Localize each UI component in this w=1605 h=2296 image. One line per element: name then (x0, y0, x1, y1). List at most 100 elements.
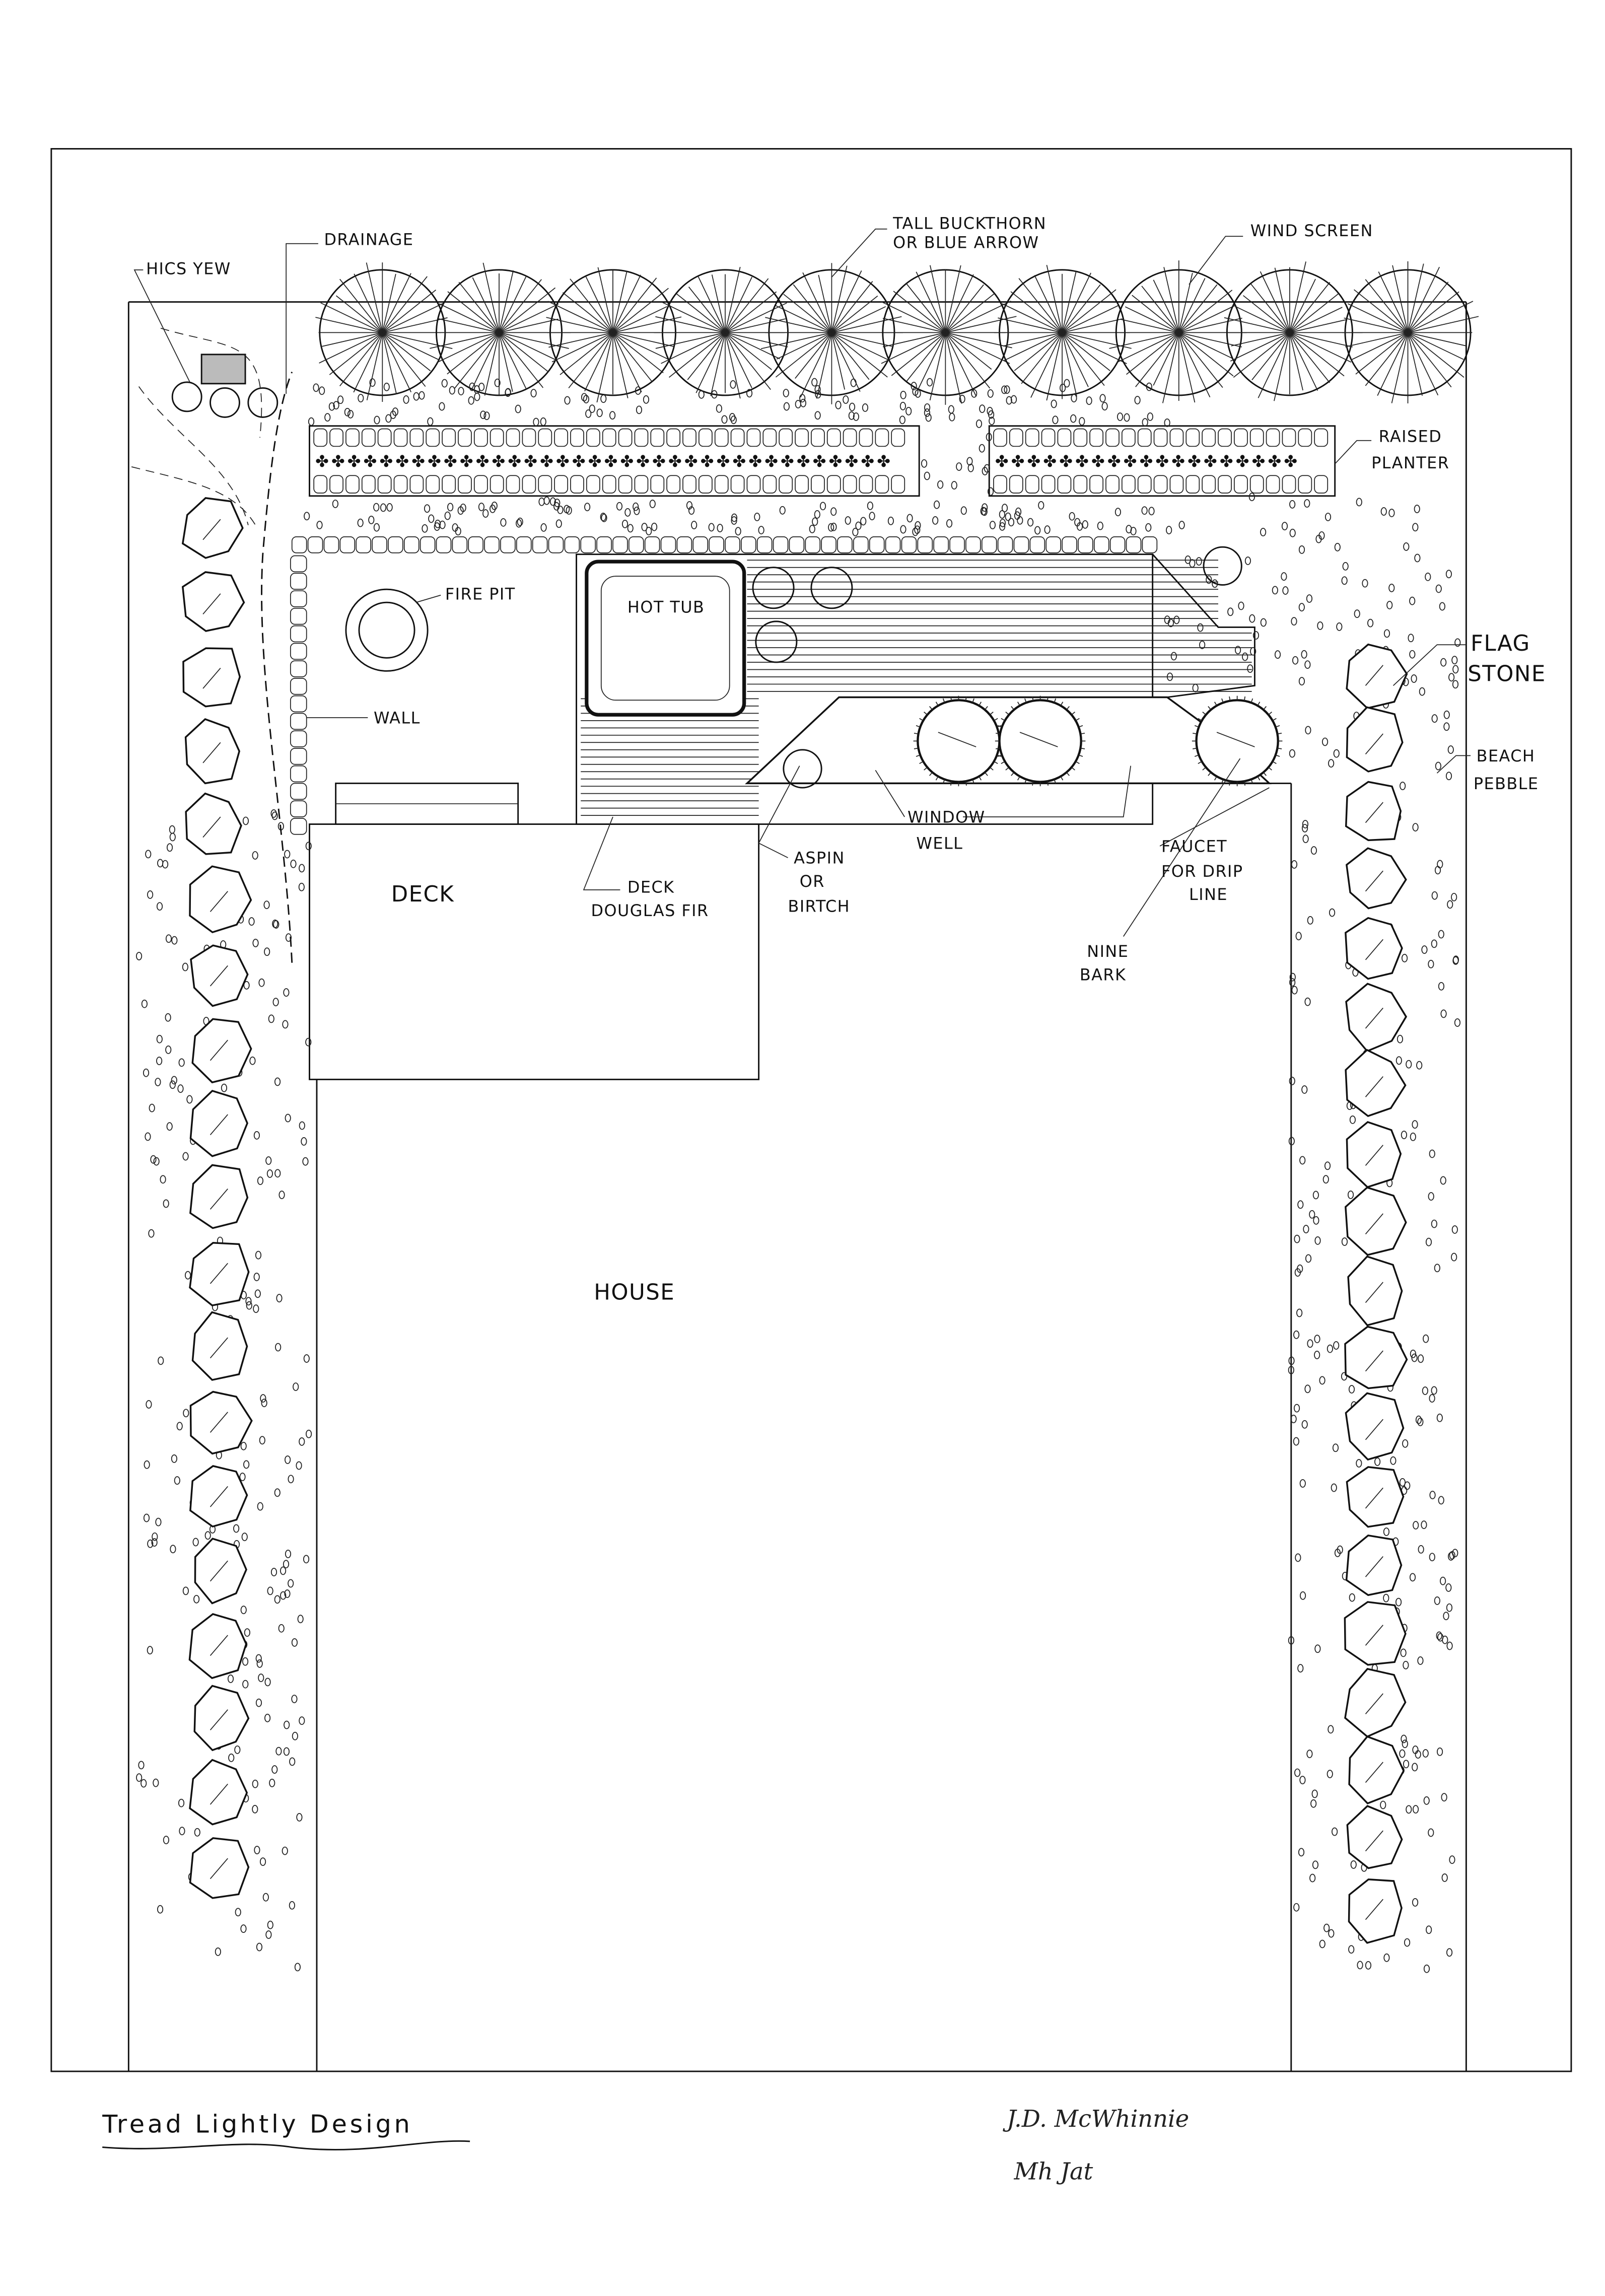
flagstone (191, 1018, 252, 1084)
planter-block (345, 475, 360, 494)
tree-branch (1018, 278, 1063, 333)
shrub-spike (919, 718, 924, 721)
label-bark: BARK (1080, 965, 1126, 984)
planter-plant: ✤ (1171, 452, 1185, 471)
planter-plant: ✤ (364, 452, 378, 471)
leader (1392, 644, 1467, 686)
planter-plant: ✤ (1124, 452, 1138, 471)
flagstone (189, 1759, 248, 1826)
lot-lines (127, 301, 1467, 2071)
pebble (1399, 1478, 1406, 1487)
label-nine: NINE (1087, 942, 1129, 961)
pebble (242, 1680, 249, 1689)
wall-stone (532, 536, 548, 553)
planter-block (666, 475, 681, 494)
pebble (246, 1301, 252, 1310)
planter-block (1218, 428, 1232, 447)
pebble (609, 411, 616, 420)
tree-branch (725, 276, 752, 333)
tree-branch (612, 270, 627, 333)
wall-stone (1109, 536, 1126, 553)
pebble (924, 408, 931, 417)
pebble (636, 405, 643, 414)
pebble (1400, 1648, 1407, 1657)
pebble (270, 1568, 277, 1576)
planter-block (826, 428, 841, 447)
pebble (156, 1057, 163, 1065)
pebble (729, 413, 736, 422)
pebble (275, 1343, 282, 1352)
planter-plant: ✤ (652, 452, 666, 471)
pebble (1288, 1356, 1295, 1365)
fire-pit (345, 588, 429, 672)
planter-block (1282, 475, 1296, 494)
shrub-spike (1066, 706, 1070, 710)
planter-plant: ✤ (636, 452, 650, 471)
wall-stone (290, 783, 307, 800)
pebble (233, 1524, 240, 1533)
pebble (1416, 1061, 1423, 1070)
shrub-stem (938, 732, 976, 747)
yew-hatched-block (200, 354, 246, 385)
leader (831, 228, 887, 277)
planter-plant: ✤ (1011, 452, 1025, 471)
pebble (819, 502, 826, 511)
tree-branch (1062, 284, 1101, 333)
pebble (1044, 525, 1051, 534)
aspin-tree (755, 620, 798, 663)
pebble (149, 1103, 155, 1112)
pebble (153, 1157, 160, 1166)
planter-plant: ✤ (813, 452, 827, 471)
pebble (1064, 379, 1070, 388)
pebble (145, 850, 152, 859)
pebble (297, 1615, 304, 1624)
aspin-trees (752, 546, 1242, 789)
pebble (215, 1947, 221, 1956)
tree-branch (499, 332, 569, 349)
pebble (163, 1199, 169, 1208)
shrub-spike (984, 772, 988, 776)
pebble (380, 503, 387, 512)
tree-branch (831, 270, 862, 333)
pebble (267, 1920, 273, 1929)
tree-branch (447, 291, 500, 333)
tree-branch (1274, 332, 1290, 401)
pebble (1292, 656, 1299, 665)
tree-branch (339, 332, 383, 387)
pebble (927, 378, 933, 387)
pebble (1298, 545, 1305, 554)
planter-block (1137, 475, 1152, 494)
planter-block (811, 428, 825, 447)
pebble (1435, 761, 1441, 771)
tree-branch (585, 276, 613, 333)
shrub-spike (1275, 754, 1280, 757)
pebble (1409, 596, 1416, 605)
pebble (305, 842, 312, 851)
pebble (987, 389, 994, 398)
pebble (809, 524, 815, 533)
pebble (843, 395, 849, 404)
label-beach: BEACH (1477, 746, 1536, 766)
pebble (1298, 677, 1305, 686)
flagstone-crack (1365, 870, 1383, 892)
leader (1335, 440, 1372, 464)
wall-stone (339, 536, 356, 553)
signature-2: Mh Jat (1013, 2158, 1093, 2185)
flagstone-crack (210, 1635, 228, 1656)
pebble (316, 521, 323, 529)
shrub-spike (1257, 702, 1261, 706)
pebble (439, 402, 445, 411)
pebble (921, 459, 928, 468)
pebble (1418, 1545, 1424, 1554)
pebble (600, 513, 606, 521)
shrub-spike (935, 776, 939, 781)
aspin-tree (752, 567, 795, 609)
planter-block (1233, 428, 1248, 447)
tree-branch (1062, 332, 1077, 397)
flagstone-crack (202, 742, 221, 763)
shrub-spike (929, 706, 933, 710)
shrub-spike (1005, 767, 1010, 771)
pebble (1170, 652, 1177, 661)
tree-branch (499, 318, 559, 333)
